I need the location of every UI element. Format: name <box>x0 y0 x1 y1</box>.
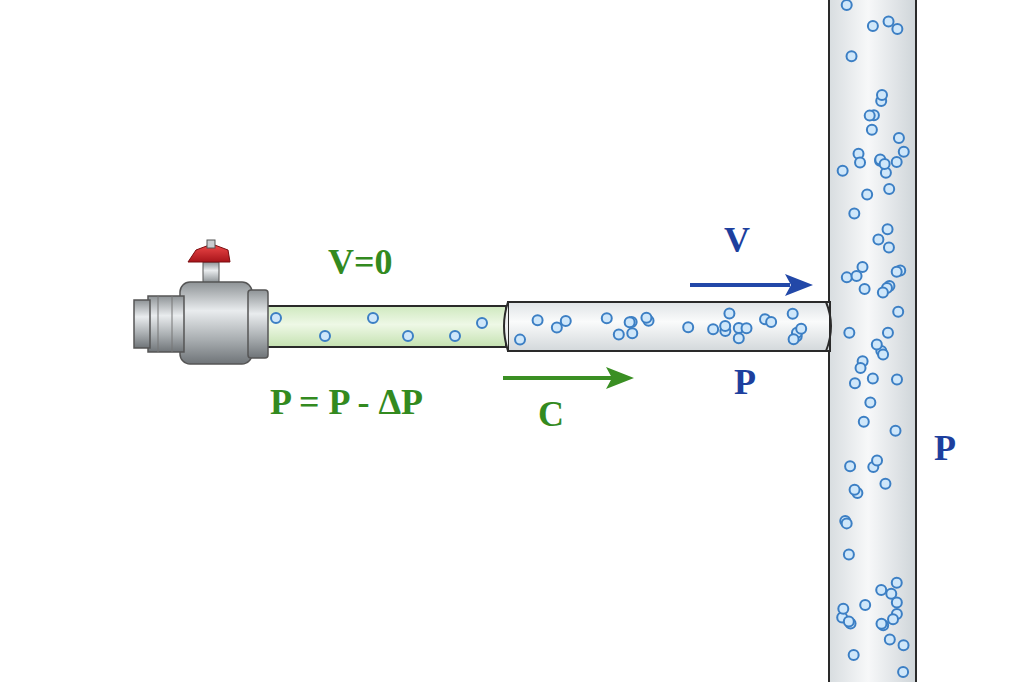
bubble <box>838 166 848 176</box>
wave-speed-label: C <box>538 396 564 432</box>
bubble <box>884 184 894 194</box>
bubble <box>403 331 413 341</box>
pressure-label: P <box>734 364 756 400</box>
bubble <box>625 317 635 327</box>
bubble <box>868 21 878 31</box>
bubble <box>899 640 909 650</box>
bubble <box>708 324 718 334</box>
bubble <box>627 328 637 338</box>
pressure-label: P = P - ΔP <box>270 384 423 420</box>
bubble <box>876 619 886 629</box>
bubble <box>872 340 882 350</box>
bubble <box>892 24 902 34</box>
bubble <box>862 190 872 200</box>
bubble <box>880 479 890 489</box>
bubble <box>842 518 852 528</box>
bubble <box>614 330 624 340</box>
velocity-label: V <box>724 222 750 258</box>
bubble <box>883 328 893 338</box>
bubble <box>884 16 894 26</box>
bubble <box>734 333 744 343</box>
bubble <box>849 650 859 660</box>
bubble <box>533 315 543 325</box>
bubble <box>850 485 860 495</box>
bubble <box>860 600 870 610</box>
bubble <box>742 323 752 333</box>
pressure-label: P <box>934 430 956 466</box>
bubble <box>849 208 859 218</box>
bubble <box>865 111 875 121</box>
bubble <box>867 125 877 135</box>
velocity-arrow <box>690 274 813 296</box>
bubble <box>450 331 460 341</box>
bubble <box>368 313 378 323</box>
bubble <box>477 318 487 328</box>
bubble <box>844 617 854 627</box>
bubble <box>789 334 799 344</box>
bubble <box>860 284 870 294</box>
bubble <box>878 287 888 297</box>
bubble <box>893 307 903 317</box>
bubble <box>788 309 798 319</box>
ball-valve <box>134 240 268 364</box>
bubble <box>552 322 562 332</box>
flow-arrow <box>503 367 634 389</box>
water-bubbles <box>271 0 909 677</box>
bubble <box>845 461 855 471</box>
bubble <box>892 597 902 607</box>
bubble <box>885 635 895 645</box>
bubble <box>844 328 854 338</box>
bubble <box>868 374 878 384</box>
bubble <box>880 159 890 169</box>
bubble <box>724 309 734 319</box>
bubble <box>892 578 902 588</box>
bubble <box>683 322 693 332</box>
bubble <box>852 271 862 281</box>
bubble <box>766 317 776 327</box>
bubble <box>838 604 848 614</box>
bubble <box>856 363 866 373</box>
bubble <box>884 243 894 253</box>
bubble <box>842 0 852 10</box>
bubble <box>877 90 887 100</box>
bubble <box>892 374 902 384</box>
bubble <box>842 272 852 282</box>
bubble <box>641 313 651 323</box>
bubble <box>865 397 875 407</box>
bubble <box>872 456 882 466</box>
bubble <box>602 313 612 323</box>
bubble <box>561 316 571 326</box>
bubble <box>892 157 902 167</box>
bubble <box>891 426 901 436</box>
bubble <box>888 614 898 624</box>
bubble <box>878 350 888 360</box>
bubble <box>320 331 330 341</box>
bubble <box>898 667 908 677</box>
bubble <box>899 147 909 157</box>
bubble <box>857 262 867 272</box>
bubble <box>847 51 857 61</box>
bubble <box>883 224 893 234</box>
bubble <box>894 133 904 143</box>
bubble <box>855 157 865 167</box>
bubble <box>850 378 860 388</box>
bubble <box>271 313 281 323</box>
bubble <box>859 417 869 427</box>
bubble <box>515 335 525 345</box>
bubble <box>876 585 886 595</box>
bubble <box>892 267 902 277</box>
bubble <box>873 235 883 245</box>
bubble <box>796 324 806 334</box>
velocity-label: V=0 <box>328 244 393 280</box>
bubble <box>844 549 854 559</box>
bubble <box>720 321 730 331</box>
